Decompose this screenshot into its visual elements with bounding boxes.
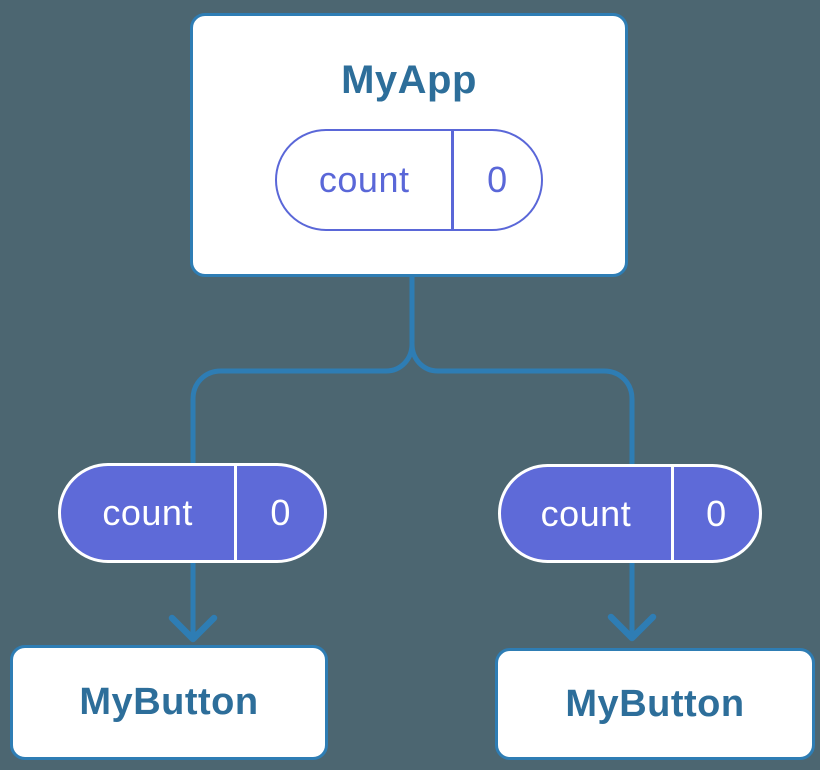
state-pill-label: count	[318, 159, 410, 200]
state-pill-value: 0	[487, 159, 508, 200]
left-prop-pill-label: count	[102, 492, 193, 533]
right-prop-pill: count 0	[498, 464, 762, 563]
right-prop-pill-divider	[670, 467, 674, 560]
right-prop-pill-value: 0	[706, 492, 727, 534]
tree-branch-left-line	[190, 341, 415, 639]
root-component-node: MyApp count 0	[190, 13, 628, 277]
left-prop-pill-value: 0	[270, 492, 291, 533]
root-component-title: MyApp	[341, 58, 477, 102]
left-child-component-node: MyButton	[10, 645, 328, 760]
left-prop-pill: count 0	[58, 463, 327, 563]
right-child-component-node: MyButton	[495, 648, 815, 760]
right-prop-pill-label: count	[540, 492, 632, 534]
left-prop-pill-divider	[234, 466, 238, 560]
right-child-component-title: MyButton	[565, 682, 745, 725]
left-child-component-title: MyButton	[79, 681, 259, 723]
root-state-pill: count 0	[275, 129, 543, 231]
arrow-down-left-icon	[168, 614, 218, 643]
tree-branch-right-line	[409, 341, 635, 638]
arrow-down-right-icon	[607, 613, 657, 642]
state-pill-divider	[451, 131, 454, 229]
